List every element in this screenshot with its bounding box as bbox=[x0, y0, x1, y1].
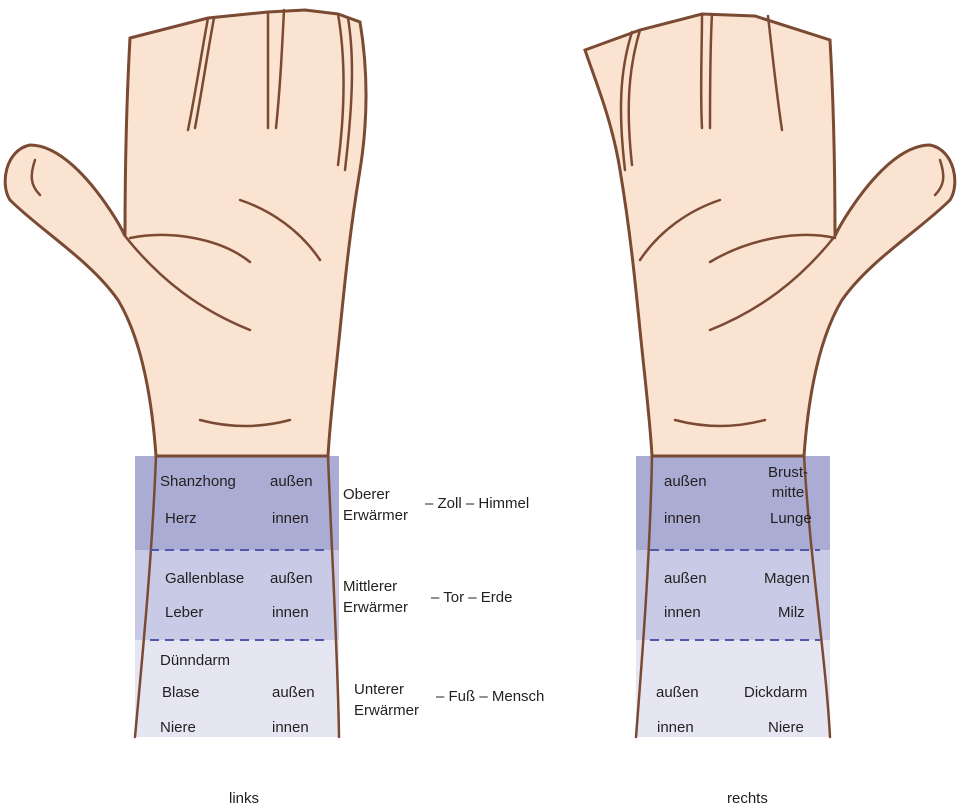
left-zone-middle bbox=[135, 550, 339, 640]
burner-middle-line2: Erwärmer bbox=[343, 599, 408, 617]
burner-lower-line1: Unterer bbox=[354, 681, 404, 699]
burner-middle-suffix: – Tor – Erde bbox=[431, 589, 512, 607]
left-middle-bottom-right: innen bbox=[272, 604, 309, 622]
left-middle-top-left: Gallenblase bbox=[165, 570, 244, 588]
right-lower-top-left: außen bbox=[656, 684, 699, 702]
left-middle-bottom-left: Leber bbox=[165, 604, 203, 622]
caption-right: rechts bbox=[727, 790, 768, 807]
caption-left: links bbox=[229, 790, 259, 807]
left-lower-extra: Dünndarm bbox=[160, 652, 230, 670]
right-hand bbox=[585, 14, 955, 737]
left-lower-top-right: außen bbox=[272, 684, 315, 702]
burner-upper-suffix: – Zoll – Himmel bbox=[425, 495, 529, 513]
right-middle-top-right: Magen bbox=[764, 570, 810, 588]
left-upper-top-left: Shanzhong bbox=[160, 473, 236, 491]
right-upper-top-right-1: Brust- bbox=[760, 464, 816, 482]
right-upper-bottom-left: innen bbox=[664, 510, 701, 528]
left-upper-top-right: außen bbox=[270, 473, 313, 491]
right-lower-bottom-right: Niere bbox=[768, 719, 804, 737]
right-upper-top-left: außen bbox=[664, 473, 707, 491]
right-upper-bottom-right: Lunge bbox=[770, 510, 812, 528]
left-lower-bottom-left: Niere bbox=[160, 719, 196, 737]
right-zone-middle bbox=[636, 550, 830, 640]
left-hand bbox=[5, 10, 366, 737]
burner-upper-line1: Oberer bbox=[343, 486, 390, 504]
left-upper-bottom-left: Herz bbox=[165, 510, 197, 528]
burner-middle-line1: Mittlerer bbox=[343, 578, 397, 596]
right-middle-bottom-left: innen bbox=[664, 604, 701, 622]
left-palm bbox=[5, 10, 366, 456]
right-lower-bottom-left: innen bbox=[657, 719, 694, 737]
left-middle-top-right: außen bbox=[270, 570, 313, 588]
burner-lower-suffix: – Fuß – Mensch bbox=[436, 688, 544, 706]
right-middle-top-left: außen bbox=[664, 570, 707, 588]
right-upper-top-right-2: mitte bbox=[760, 484, 816, 502]
left-lower-top-left: Blase bbox=[162, 684, 200, 702]
left-zone-upper bbox=[135, 456, 339, 550]
burner-upper-line2: Erwärmer bbox=[343, 507, 408, 525]
right-palm bbox=[585, 14, 955, 456]
right-middle-bottom-right: Milz bbox=[778, 604, 805, 622]
left-lower-bottom-right: innen bbox=[272, 719, 309, 737]
burner-lower-line2: Erwärmer bbox=[354, 702, 419, 720]
right-lower-top-right: Dickdarm bbox=[744, 684, 807, 702]
left-upper-bottom-right: innen bbox=[272, 510, 309, 528]
